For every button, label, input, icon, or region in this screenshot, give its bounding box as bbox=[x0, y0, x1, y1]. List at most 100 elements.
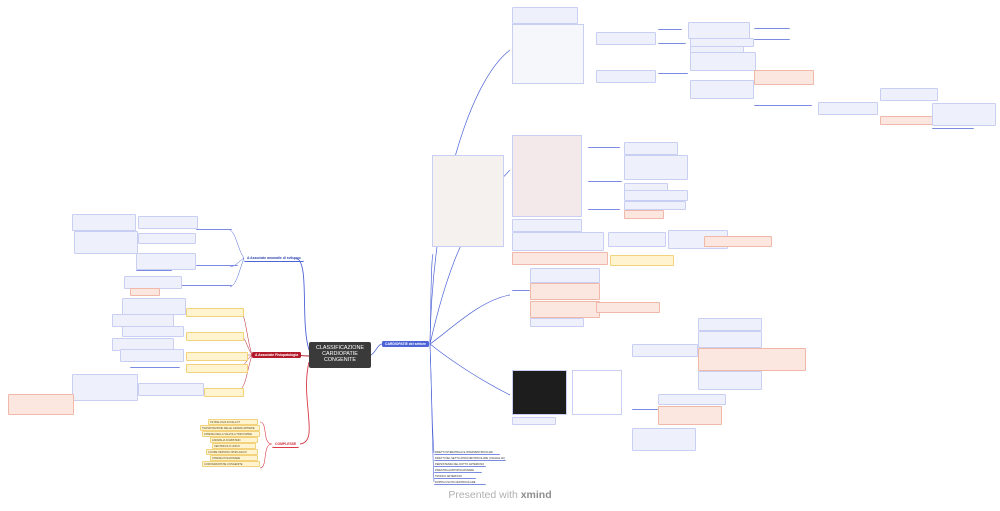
note-block[interactable] bbox=[186, 364, 248, 374]
central-line-1: CLASSIFICAZIONE bbox=[316, 345, 364, 351]
note-block[interactable] bbox=[588, 208, 620, 211]
note-block[interactable] bbox=[196, 228, 232, 231]
note-block[interactable] bbox=[608, 232, 666, 248]
xmind-brand: xmind bbox=[520, 489, 552, 501]
note-block[interactable] bbox=[596, 32, 656, 46]
note-block[interactable] bbox=[196, 264, 238, 267]
note-block[interactable] bbox=[624, 142, 678, 156]
note-block[interactable] bbox=[632, 408, 658, 411]
heart-diagram-image bbox=[512, 24, 584, 84]
footer-presented-text: Presented with bbox=[448, 489, 521, 501]
note-block[interactable] bbox=[186, 352, 248, 362]
note-block[interactable] bbox=[72, 374, 138, 402]
note-block[interactable] bbox=[512, 417, 556, 426]
branch-anomalie-sviluppo[interactable]: A Associate anomalie di sviluppo bbox=[244, 255, 304, 262]
heart-anatomy-image bbox=[512, 135, 582, 217]
note-block[interactable] bbox=[690, 80, 754, 100]
list-item[interactable]: PERSISTENZA DEL DOTTO ARTERIOSO bbox=[434, 462, 486, 468]
list-item[interactable]: ATRESIA POLMONARE bbox=[210, 455, 258, 462]
note-block[interactable] bbox=[632, 428, 696, 452]
note-block[interactable] bbox=[880, 116, 940, 126]
note-block[interactable] bbox=[530, 283, 600, 301]
list-item[interactable]: DIFETTI DEL SETTO ATRIOVENTRICOLARE (CAN… bbox=[434, 456, 506, 462]
note-block[interactable] bbox=[610, 255, 674, 267]
note-block[interactable] bbox=[754, 70, 814, 86]
note-block[interactable] bbox=[624, 190, 688, 202]
note-block[interactable] bbox=[932, 127, 974, 130]
central-line-2: CARDIOPATIE bbox=[322, 351, 358, 357]
fetal-circulation-image bbox=[432, 155, 504, 247]
note-block[interactable] bbox=[512, 219, 582, 233]
note-block[interactable] bbox=[130, 288, 160, 297]
note-block[interactable] bbox=[122, 326, 184, 338]
note-block[interactable] bbox=[186, 308, 244, 318]
note-block[interactable] bbox=[186, 332, 244, 342]
note-block[interactable] bbox=[658, 42, 686, 45]
note-block[interactable] bbox=[138, 216, 198, 230]
list-item[interactable]: DIFETTI INTERATRIALI E INTERVENTRICOLARI bbox=[434, 450, 500, 456]
note-block[interactable] bbox=[512, 232, 604, 252]
note-block[interactable] bbox=[688, 22, 750, 40]
note-block[interactable] bbox=[530, 301, 600, 319]
note-block[interactable] bbox=[698, 371, 762, 391]
list-item[interactable]: CUORE SINISTRO IPOPLASICO bbox=[206, 449, 258, 456]
note-block[interactable] bbox=[136, 253, 196, 271]
note-block[interactable] bbox=[512, 7, 578, 25]
list-item[interactable]: ANOMALIA DI EBSTEIN bbox=[210, 437, 258, 444]
note-block[interactable] bbox=[690, 52, 756, 72]
pulmonary-diagram-image bbox=[572, 370, 622, 415]
echo-image bbox=[512, 370, 567, 415]
note-block[interactable] bbox=[74, 231, 138, 255]
list-item[interactable]: TRASPOSIZIONE DELLE GRANDI ARTERIE bbox=[200, 425, 260, 432]
note-block[interactable] bbox=[754, 27, 790, 30]
note-block[interactable] bbox=[658, 394, 726, 406]
note-block[interactable] bbox=[512, 252, 608, 266]
branch-fisiopatologia[interactable]: A Associate Fisiopatologia bbox=[252, 352, 302, 358]
note-block[interactable] bbox=[512, 289, 530, 292]
list-item[interactable]: VENTRICOLO UNICO bbox=[212, 443, 256, 450]
note-block[interactable] bbox=[624, 155, 688, 181]
note-block[interactable] bbox=[588, 146, 620, 149]
note-block[interactable] bbox=[8, 394, 74, 416]
list-item[interactable]: FINESTRA AORTOPOLMONARE bbox=[434, 468, 482, 474]
note-block[interactable] bbox=[698, 318, 762, 332]
note-block[interactable] bbox=[138, 233, 196, 245]
list-item[interactable]: TETRALOGIA DI FALLOT bbox=[208, 419, 258, 426]
note-block[interactable] bbox=[704, 236, 772, 248]
note-block[interactable] bbox=[698, 331, 762, 349]
list-item[interactable]: TRONCO ARTERIOSO bbox=[434, 474, 476, 480]
branch-complesse[interactable]: COMPLESSE bbox=[272, 441, 300, 448]
note-block[interactable] bbox=[932, 103, 996, 127]
central-topic[interactable]: CLASSIFICAZIONE CARDIOPATIE CONGENITE bbox=[309, 342, 371, 368]
note-block[interactable] bbox=[658, 28, 682, 31]
note-block[interactable] bbox=[130, 366, 180, 369]
note-block[interactable] bbox=[658, 406, 722, 426]
note-block[interactable] bbox=[632, 344, 698, 358]
note-block[interactable] bbox=[624, 201, 686, 211]
note-block[interactable] bbox=[138, 383, 204, 397]
note-block[interactable] bbox=[596, 302, 660, 314]
note-block[interactable] bbox=[596, 70, 656, 84]
note-block[interactable] bbox=[880, 88, 938, 102]
note-block[interactable] bbox=[624, 210, 664, 220]
list-item[interactable]: ATRESIA DELLA VALVOLA TRICUSPIDE bbox=[202, 431, 260, 438]
list-item[interactable]: CORONAROPATIE CONGENITE bbox=[202, 461, 260, 468]
note-block[interactable] bbox=[754, 38, 790, 41]
note-block[interactable] bbox=[204, 388, 244, 398]
note-block[interactable] bbox=[658, 72, 688, 75]
note-block[interactable] bbox=[72, 214, 136, 232]
note-block[interactable] bbox=[698, 348, 806, 372]
branch-cardiopatie-settore[interactable]: CARDIOPATIE del settore bbox=[382, 341, 429, 347]
note-block[interactable] bbox=[136, 269, 172, 272]
note-block[interactable] bbox=[754, 104, 812, 107]
note-block[interactable] bbox=[588, 180, 622, 183]
note-block[interactable] bbox=[120, 349, 184, 363]
note-block[interactable] bbox=[530, 318, 584, 328]
note-block[interactable] bbox=[530, 268, 600, 284]
note-block[interactable] bbox=[122, 298, 186, 316]
note-block[interactable] bbox=[178, 284, 232, 287]
list-item[interactable]: DOPPIA USCITA VENTRICOLARE bbox=[434, 480, 486, 486]
note-block[interactable] bbox=[818, 102, 878, 116]
central-line-3: CONGENITE bbox=[323, 357, 357, 363]
